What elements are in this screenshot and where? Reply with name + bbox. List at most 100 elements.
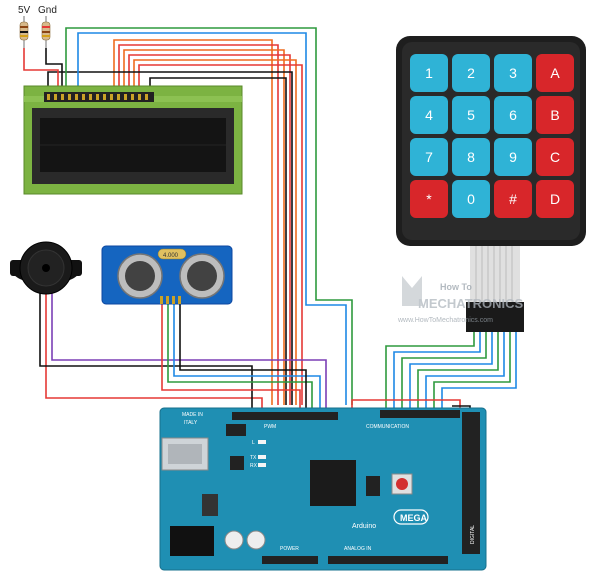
keypad-key-cap[interactable] (494, 96, 532, 134)
wire-kp-3 (401, 332, 487, 412)
keypad-key-cap[interactable] (536, 138, 574, 176)
keypad-key-cap[interactable] (452, 138, 490, 176)
watermark-url: www.HowToMechatronics.com (397, 317, 493, 324)
keypad-key-label: # (509, 191, 517, 207)
gnd-label: Gnd (38, 5, 57, 16)
vcc-label: 5V (18, 5, 31, 16)
keypad-key-cap[interactable] (494, 138, 532, 176)
wire-resistor-5v (23, 48, 59, 96)
keypad-key[interactable]: D (536, 180, 574, 218)
keypad-key-label: 1 (425, 65, 433, 81)
keypad-key-label: 9 (509, 149, 517, 165)
keypad-key-label: 7 (425, 149, 433, 165)
wire-lcd-green (65, 27, 353, 405)
keypad-key-label: 3 (509, 65, 517, 81)
watermark: How To MECHATRONICS www.HowToMechatronic… (397, 276, 524, 324)
watermark-logo-icon (402, 276, 422, 306)
keypad-key-label: D (550, 191, 560, 207)
keypad-connector (466, 302, 524, 332)
power-label: POWER (280, 546, 299, 552)
keypad-key-cap[interactable] (536, 54, 574, 92)
wire-kp-7 (433, 332, 511, 412)
mcu-chip (310, 460, 356, 506)
keypad-key[interactable]: B (536, 96, 574, 134)
model-label: MEGA (400, 513, 428, 523)
wire-lcd-d6 (138, 64, 303, 405)
keypad-key-cap[interactable] (452, 96, 490, 134)
wire-kp-1 (385, 332, 475, 412)
keypad-key[interactable]: 8 (452, 138, 490, 176)
buzzer (10, 241, 82, 295)
digital-label: DIGITAL (470, 525, 476, 544)
keypad-key[interactable]: * (410, 180, 448, 218)
keypad-key-label: 6 (509, 107, 517, 123)
keypad-key[interactable]: 2 (452, 54, 490, 92)
keypad-key[interactable]: 5 (452, 96, 490, 134)
wire-sensor-gnd (179, 300, 307, 412)
keypad-key-label: 8 (467, 149, 475, 165)
pwm-label: PWM (264, 424, 276, 430)
keypad-key[interactable]: 0 (452, 180, 490, 218)
watermark-line1: How To (440, 282, 472, 292)
keypad-key[interactable]: 6 (494, 96, 532, 134)
model-badge: MEGA (393, 509, 429, 525)
keypad-key-label: 4 (425, 107, 433, 123)
wire-buzzer-purple (51, 290, 327, 412)
keypad-key-label: 0 (467, 191, 475, 207)
wire-resistor-gnd (45, 48, 63, 96)
keypad-key[interactable]: 3 (494, 54, 532, 92)
keypad-key-cap[interactable] (494, 54, 532, 92)
arduino-mega: MADE IN ITALY PWM COMMUNICATION L TX RX … (159, 407, 487, 571)
keypad-key-cap[interactable] (410, 180, 448, 218)
keypad-key-cap[interactable] (410, 138, 448, 176)
power-jack (170, 526, 214, 556)
lcd-module (23, 85, 243, 195)
wire-kp-2 (393, 332, 481, 412)
brand-label: Arduino (352, 523, 376, 530)
keypad-key[interactable]: # (494, 180, 532, 218)
keypad-key-cap[interactable] (452, 180, 490, 218)
country-label: ITALY (184, 420, 198, 426)
keypad-key-cap[interactable] (494, 180, 532, 218)
keypad-key[interactable]: 9 (494, 138, 532, 176)
keypad-key-cap[interactable] (536, 96, 574, 134)
lcd-header-pins (44, 92, 154, 102)
wire-lcd-d3 (123, 49, 285, 405)
keypad-key-label: * (426, 191, 432, 207)
wire-sensor-trig (167, 300, 313, 412)
wire-buzzer-red (45, 290, 263, 412)
keypad-key-label: 2 (467, 65, 475, 81)
made-in-label: MADE IN (182, 412, 203, 418)
communication-label: COMMUNICATION (366, 424, 409, 430)
l-label: L (252, 440, 255, 446)
analog-label: ANALOG IN (344, 546, 372, 552)
keypad-key[interactable]: A (536, 54, 574, 92)
keypad-key-label: 5 (467, 107, 475, 123)
keypad-key-label: B (550, 107, 559, 123)
rx-label: RX (250, 463, 258, 469)
keypad-key[interactable]: 4 (410, 96, 448, 134)
tx-label: TX (250, 455, 257, 461)
wire-sensor-vcc (161, 300, 301, 412)
keypad-key[interactable]: C (536, 138, 574, 176)
wire-lcd-gnd (47, 71, 293, 405)
wire-kp-4 (409, 332, 493, 412)
wire-kp-6 (425, 332, 505, 412)
keypad-key-cap[interactable] (536, 180, 574, 218)
wire-kp-5 (417, 332, 499, 412)
keypad-keys: 1 2 3 A 4 5 6 B 7 8 9 C * 0 # D (410, 54, 574, 218)
keypad: 1 2 3 A 4 5 6 B 7 8 9 C * 0 # D (396, 36, 586, 332)
ultrasonic-sensor: 4.000 (101, 245, 233, 305)
keypad-key-cap[interactable] (452, 54, 490, 92)
wires (23, 27, 517, 412)
keypad-key-cap[interactable] (410, 96, 448, 134)
watermark-line2: MECHATRONICS (418, 296, 524, 311)
keypad-key[interactable]: 7 (410, 138, 448, 176)
wire-lcd-d4 (128, 54, 291, 405)
wire-lcd-d5 (133, 59, 297, 405)
keypad-key[interactable]: 1 (410, 54, 448, 92)
wire-lcd-d1 (113, 39, 273, 405)
keypad-key-cap[interactable] (410, 54, 448, 92)
keypad-key-label: C (550, 149, 560, 165)
